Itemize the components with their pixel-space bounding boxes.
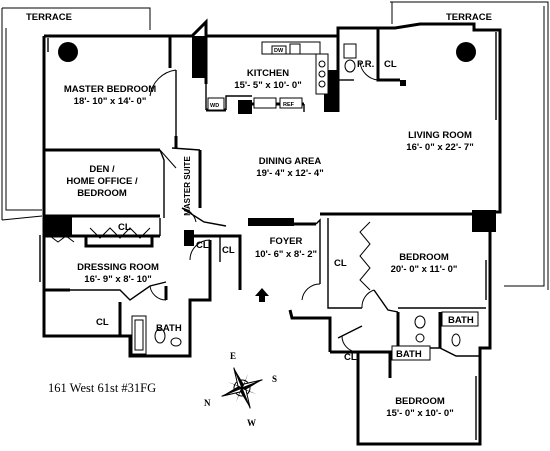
compass-rose-icon (221, 367, 263, 409)
bath-label-right: BATH (448, 315, 474, 326)
closet-label-bedroom-2: CL (334, 258, 347, 269)
master-suite-label: MASTER SUITE (183, 156, 192, 216)
bedroom-2-size: 20'- 0" x 11'- 0" (391, 264, 458, 275)
windows (39, 32, 501, 440)
terrace-right (390, 1, 549, 290)
master-bedroom-size: 18'- 10" x 14'- 0" (74, 96, 147, 107)
closet-doors (49, 221, 371, 291)
dishwasher-label: DW (274, 48, 284, 54)
living-room-size: 16'- 0" x 22'- 7" (406, 142, 473, 153)
den-line-3: BEDROOM (77, 188, 127, 199)
dressing-room-name: DRESSING ROOM (77, 262, 159, 273)
dining-area-name: DINING AREA (259, 156, 322, 167)
compass-e: E (230, 351, 236, 361)
den-line-1: DEN / (89, 164, 115, 175)
bedroom-2-name: BEDROOM (399, 252, 449, 263)
entry-arrow-icon (255, 288, 269, 302)
door-swings (149, 61, 379, 353)
kitchen-size: 15'- 5" x 10'- 0" (234, 80, 301, 91)
bath-label-master: BATH (156, 323, 182, 334)
master-bedroom-name: MASTER BEDROOM (64, 84, 156, 95)
den-line-2: HOME OFFICE / (66, 176, 138, 187)
compass-w: W (247, 418, 256, 428)
terrace-left-label: TERRACE (26, 12, 72, 23)
bedroom-3-size: 15'- 0" x 10'- 0" (386, 408, 453, 419)
dressing-room-size: 16'- 9" x 8'- 10" (84, 274, 151, 285)
kitchen-name: KITCHEN (247, 68, 289, 79)
washer-dryer-label: WD (210, 103, 219, 109)
structural-columns (44, 36, 496, 246)
foyer-size: 10'- 6" x 8'- 2" (255, 249, 317, 260)
closet-label-bedroom-3: CL (344, 352, 357, 363)
terrace-left (1, 7, 151, 221)
living-room-name: LIVING ROOM (408, 130, 472, 141)
address-caption: 161 West 61st #31FG (48, 381, 156, 395)
bedroom-3-name: BEDROOM (395, 396, 445, 407)
terrace-right-label: TERRACE (446, 12, 492, 23)
kitchen-fixtures (207, 41, 329, 111)
closet-label-dressing-top: CL (118, 222, 131, 233)
powder-room-label: P.R. (357, 59, 374, 70)
compass-n: N (204, 398, 211, 408)
closet-label-foyer-1: CL (196, 240, 209, 251)
foyer-name: FOYER (270, 236, 303, 247)
closet-label-pr: CL (384, 59, 397, 70)
bath-label-left: BATH (396, 349, 422, 360)
compass-s: S (272, 374, 277, 384)
refrigerator-label: REF (283, 102, 295, 108)
closet-label-dressing-bottom: CL (96, 317, 109, 328)
dining-area-size: 19'- 4" x 12'- 4" (256, 168, 323, 179)
closet-label-foyer-2: CL (222, 245, 235, 256)
bath-fixtures (131, 43, 479, 361)
exterior-walls (42, 18, 502, 446)
